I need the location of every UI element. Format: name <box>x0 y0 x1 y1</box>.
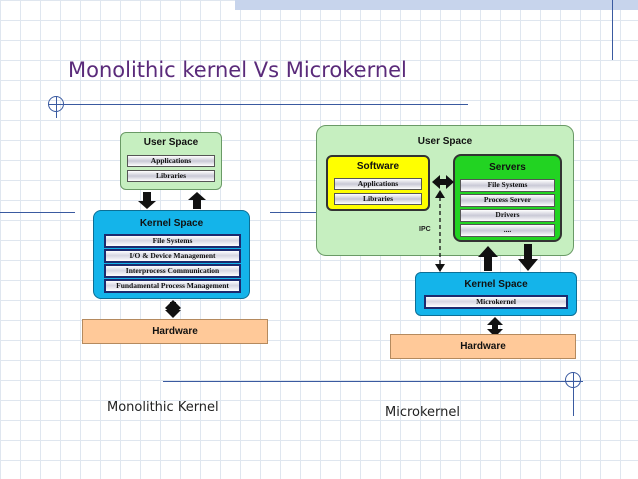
micro-software-item-0: Applications <box>334 178 422 190</box>
micro-kernel-item-0: Microkernel <box>424 295 568 309</box>
micro-servers-item-3: .... <box>460 224 555 237</box>
micro-kernel-space-box: Kernel Space Microkernel <box>415 272 577 316</box>
microkernel-caption: Microkernel <box>385 405 461 420</box>
monolithic-caption: Monolithic Kernel <box>107 400 219 415</box>
mono-arrow-updown-icon-top <box>165 300 181 308</box>
micro-servers-item-0: File Systems <box>460 179 555 192</box>
mono-arrow-down-icon <box>138 192 156 209</box>
micro-kernel-hardware-arrow-icon <box>487 317 503 337</box>
mid-accent-hline <box>270 212 316 213</box>
title-underline <box>48 104 468 105</box>
micro-servers-item-1: Process Server <box>460 194 555 207</box>
micro-ipc-arrow-down-icon <box>435 264 445 272</box>
title-accent-circle <box>48 96 64 112</box>
micro-user-space-label: User Space <box>417 136 473 147</box>
mono-user-space-box: User Space Applications Libraries <box>120 132 222 190</box>
mono-kernel-item-1: I/O & Device Management <box>104 249 241 263</box>
micro-hardware-label: Hardware <box>460 341 506 352</box>
bottom-accent-circle <box>565 372 581 388</box>
left-accent-hline <box>0 212 75 213</box>
mono-kernel-item-3: Fundamental Process Management <box>104 279 241 293</box>
mono-kernel-space-box: Kernel Space File Systems I/O & Device M… <box>93 210 250 299</box>
micro-arrow-up-icon <box>478 246 498 271</box>
bottom-accent-vline <box>573 372 574 416</box>
mono-kernel-space-label: Kernel Space <box>139 218 204 229</box>
micro-arrow-down-icon <box>518 244 538 271</box>
mono-kernel-item-2: Interprocess Communication <box>104 264 241 278</box>
micro-ipc-arrow-up-icon <box>435 190 445 198</box>
top-accent-bar <box>235 0 638 10</box>
mono-hardware-label: Hardware <box>152 326 198 337</box>
right-accent-vline <box>612 0 613 60</box>
micro-servers-item-2: Drivers <box>460 209 555 222</box>
mono-user-item-1: Libraries <box>127 170 215 182</box>
micro-software-box: Software Applications Libraries <box>326 155 430 211</box>
micro-servers-box: Servers File Systems Process Server Driv… <box>453 154 562 242</box>
micro-ipc-label: IPC <box>419 226 431 233</box>
mono-hardware-box: Hardware <box>82 319 268 344</box>
bottom-accent-hline <box>163 381 583 382</box>
micro-software-item-1: Libraries <box>334 193 422 205</box>
page-title: Monolithic kernel Vs Microkernel <box>68 58 407 82</box>
mono-arrow-updown-icon-bottom <box>165 310 181 318</box>
mono-user-item-0: Applications <box>127 155 215 167</box>
micro-software-servers-arrow-icon <box>432 175 454 189</box>
micro-software-label: Software <box>356 161 400 172</box>
micro-hardware-box: Hardware <box>390 334 576 359</box>
mono-user-space-label: User Space <box>143 137 199 148</box>
micro-servers-label: Servers <box>489 162 526 173</box>
micro-kernel-space-label: Kernel Space <box>464 279 528 290</box>
mono-arrow-up-icon <box>188 192 206 209</box>
mono-kernel-item-0: File Systems <box>104 234 241 248</box>
